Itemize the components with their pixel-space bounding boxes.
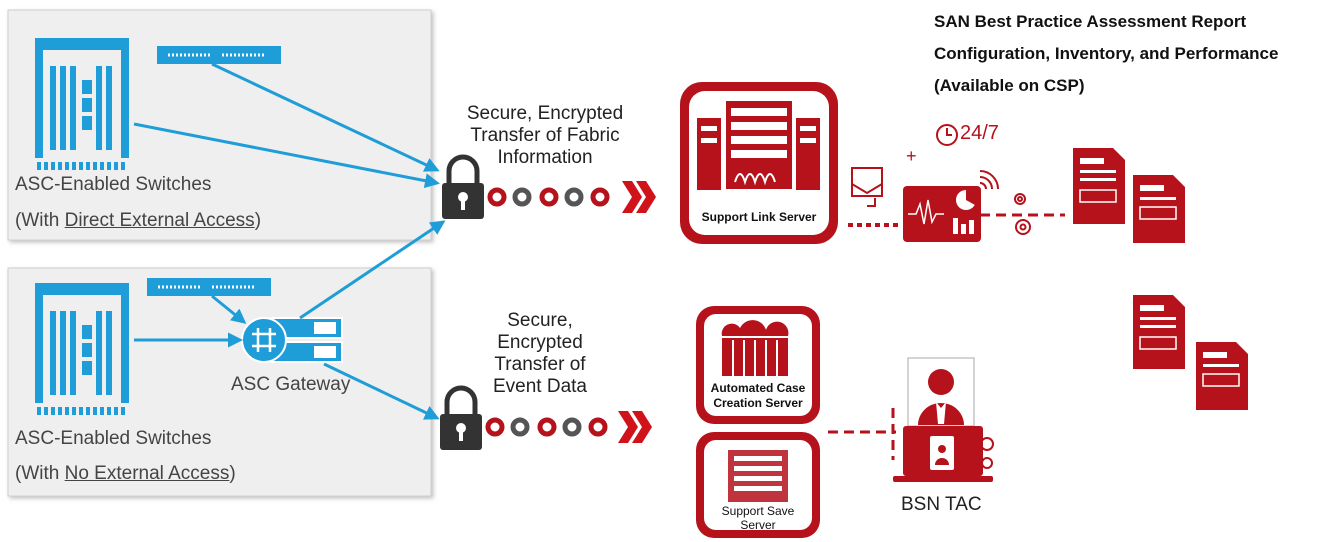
chevron-right-icon: [622, 181, 656, 213]
rack-switch-icon: [157, 46, 281, 64]
report-subtitle: Configuration, Inventory, and Performanc…: [934, 44, 1279, 63]
support-save-server-label: Support Save Server: [721, 504, 795, 532]
lock-icon: [440, 385, 482, 450]
encrypted-link-dots: [485, 417, 608, 437]
report-document-icon: [1073, 148, 1125, 224]
direct-external-access-text: Direct External Access: [64, 210, 255, 231]
rack-switch-icon: [147, 278, 271, 296]
chevron-right-icon: [618, 411, 652, 443]
encrypted-link-dots: [487, 187, 610, 207]
asc-gateway-icon: [241, 317, 343, 363]
clock-icon: [936, 124, 958, 146]
report-availability: (Available on CSP): [934, 76, 1085, 95]
wifi-icon: [979, 170, 999, 190]
monitoring-device-icon: [903, 186, 981, 242]
case-creation-server-label: Automated Case Creation Server: [710, 381, 806, 410]
chassis-switch-icon: [35, 38, 129, 170]
support-save-server-box: [696, 432, 820, 538]
support-link-server-box: [680, 82, 838, 244]
lock-icon: [442, 154, 484, 219]
direct-switches-sublabel: (With Direct External Access): [15, 210, 262, 231]
report-document-icon: [1133, 175, 1185, 243]
support-link-server-label: Support Link Server: [701, 210, 817, 224]
tac-label: BSN TAC: [901, 494, 982, 515]
no-access-switches-sublabel: (With No External Access): [15, 463, 236, 484]
plus-icon: +: [906, 146, 917, 166]
fabric-transfer-caption: Secure, Encrypted Transfer of Fabric Inf…: [466, 103, 624, 168]
tac-agent-icon: [893, 357, 993, 482]
tac-connector: [828, 408, 896, 460]
report-document-icon: [1133, 295, 1185, 369]
support-link-connector: [848, 213, 1065, 227]
report-document-icon: [1196, 342, 1248, 410]
event-transfer-caption: Secure, Encrypted Transfer of Event Data: [493, 310, 587, 397]
envelope-icon: [851, 167, 883, 207]
no-access-switches-label: ASC-Enabled Switches: [15, 428, 212, 449]
gear-icon: [980, 437, 994, 469]
availability-text: 24/7: [960, 122, 999, 144]
fabric-connection-arrows: [133, 62, 446, 420]
gear-icon: [1014, 193, 1031, 235]
asc-gateway-label: ASC Gateway: [231, 374, 351, 395]
case-creation-server-box: [696, 306, 820, 424]
no-external-access-text: No External Access: [64, 463, 230, 484]
chassis-switch-icon: [35, 283, 129, 415]
report-title: SAN Best Practice Assessment Report: [934, 12, 1247, 31]
direct-switches-label: ASC-Enabled Switches: [15, 174, 212, 195]
